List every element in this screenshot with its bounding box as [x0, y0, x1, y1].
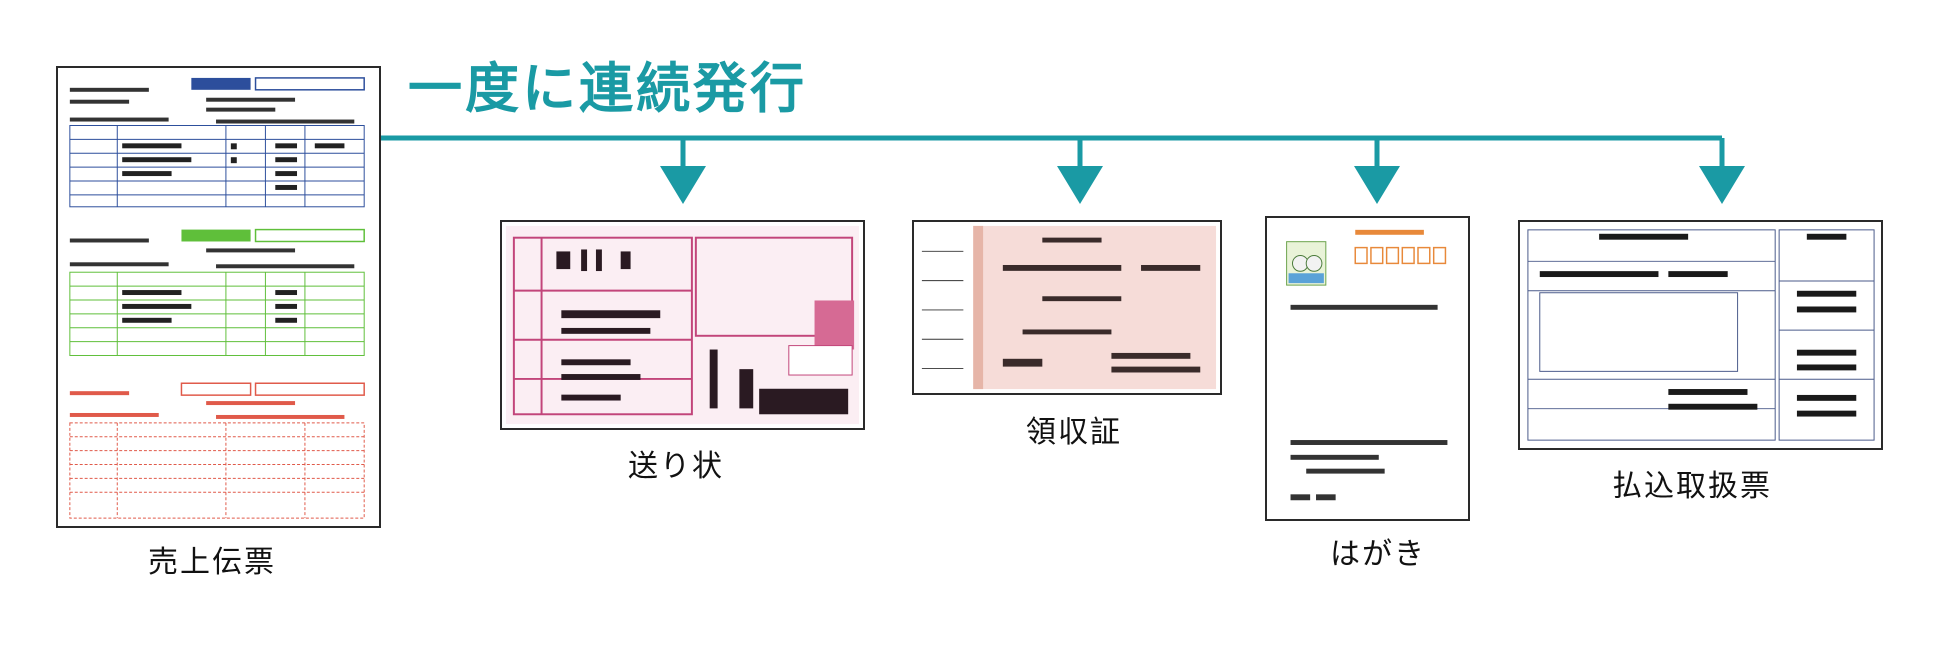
sales-slip-label: 売上伝票: [148, 545, 276, 580]
arrow-to-receipt-icon: [1057, 166, 1103, 204]
waybill-document: [500, 220, 865, 430]
arrow-to-postcard-icon: [1354, 166, 1400, 204]
postcard-label: はがき: [1330, 537, 1426, 572]
waybill-label: 送り状: [628, 449, 724, 484]
heading: 一度に連続発行: [408, 57, 807, 120]
sales-slip-document: [56, 66, 381, 528]
payment-slip-document: [1518, 220, 1883, 450]
receipt-label: 領収証: [1026, 415, 1122, 450]
arrow-to-waybill-icon: [660, 166, 706, 204]
receipt-document: [912, 220, 1222, 395]
postcard-document: [1265, 216, 1470, 521]
arrow-to-payment-slip-icon: [1699, 166, 1745, 204]
payment-slip-label: 払込取扱票: [1612, 469, 1772, 504]
